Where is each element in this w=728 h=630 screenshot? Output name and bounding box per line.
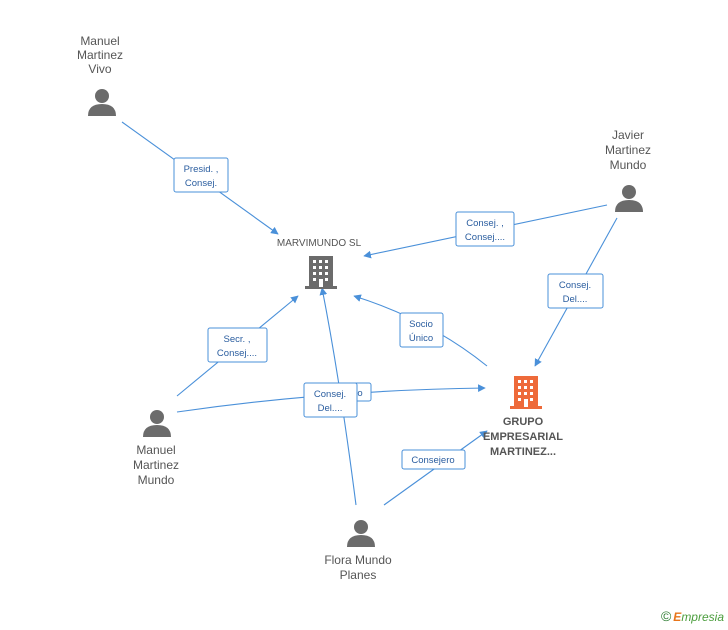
relation-javier-grupo-line1: Consej. bbox=[559, 280, 591, 291]
relation-javier-marvimundo-line1: Consej. , bbox=[466, 218, 504, 229]
relation-socio-line2: Único bbox=[409, 333, 433, 344]
person-node-manuel-martinez-mundo[interactable]: Manuel Martinez Mundo bbox=[133, 410, 179, 487]
building-icon bbox=[305, 256, 337, 289]
relation-secr-line2: Consej.... bbox=[217, 348, 257, 359]
relation-labels: Presid. , Consej. Consej. , Consej.... C… bbox=[173, 157, 604, 470]
relation-socio[interactable]: Socio Único bbox=[399, 312, 444, 348]
person-name-line2: Martinez bbox=[605, 143, 651, 157]
person-name-line1: Manuel bbox=[136, 443, 175, 457]
person-name-line2: Martinez bbox=[133, 458, 179, 472]
company-node-grupo-empresarial[interactable]: GRUPO EMPRESARIAL MARTINEZ... bbox=[483, 376, 563, 458]
relation-secr[interactable]: Secr. , Consej.... bbox=[207, 327, 268, 363]
company-name-line2: EMPRESARIAL bbox=[483, 431, 563, 443]
relation-consejero[interactable]: Consejero bbox=[401, 449, 466, 470]
person-icon bbox=[143, 410, 171, 437]
person-name-line3: Mundo bbox=[610, 158, 647, 172]
relation-secr-line1: Secr. , bbox=[224, 334, 251, 345]
person-name-line1: Javier bbox=[612, 128, 644, 142]
copyright-symbol: © bbox=[660, 608, 672, 624]
watermark: ©Empresia bbox=[661, 608, 724, 624]
relation-consej-del-line2: Del.... bbox=[318, 403, 343, 414]
company-name: MARVIMUNDO SL bbox=[277, 238, 362, 249]
person-icon bbox=[615, 185, 643, 212]
relation-consej-del-line1: Consej. bbox=[314, 389, 346, 400]
relation-presid[interactable]: Presid. , Consej. bbox=[173, 157, 229, 193]
watermark-brand-initial: E bbox=[673, 610, 682, 624]
person-name-line1: Flora Mundo bbox=[324, 553, 392, 567]
watermark-brand-rest: mpresia bbox=[681, 610, 724, 624]
relation-consej-del[interactable]: Consej. Del.... bbox=[303, 382, 358, 418]
relation-javier-marvimundo[interactable]: Consej. , Consej.... bbox=[455, 211, 515, 247]
company-name-line3: MARTINEZ... bbox=[490, 446, 556, 458]
relation-socio-line1: Socio bbox=[409, 319, 433, 330]
relation-presid-line1: Presid. , bbox=[184, 164, 219, 175]
company-node-marvimundo[interactable]: MARVIMUNDO SL bbox=[277, 238, 362, 289]
company-name-line1: GRUPO bbox=[503, 416, 544, 428]
person-node-flora-mundo-planes[interactable]: Flora Mundo Planes bbox=[324, 520, 392, 582]
person-name-line2: Martinez bbox=[77, 48, 123, 62]
relation-consejero-text: Consejero bbox=[411, 455, 454, 466]
person-icon bbox=[347, 520, 375, 547]
person-node-manuel-martinez-vivo[interactable]: Manuel Martinez Vivo bbox=[77, 34, 123, 116]
person-icon bbox=[88, 89, 116, 116]
person-name-line3: Vivo bbox=[88, 62, 111, 76]
relation-javier-grupo-line2: Del.... bbox=[563, 294, 588, 305]
person-name-line1: Manuel bbox=[80, 34, 119, 48]
person-name-line3: Mundo bbox=[138, 473, 175, 487]
relation-presid-line2: Consej. bbox=[185, 178, 217, 189]
person-name-line2: Planes bbox=[340, 568, 377, 582]
relation-javier-grupo[interactable]: Consej. Del.... bbox=[547, 273, 604, 309]
relation-hidden-behind-text: o bbox=[357, 388, 362, 399]
relation-javier-marvimundo-line2: Consej.... bbox=[465, 232, 505, 243]
person-node-javier-martinez-mundo[interactable]: Javier Martinez Mundo bbox=[605, 128, 651, 212]
building-icon bbox=[510, 376, 542, 409]
